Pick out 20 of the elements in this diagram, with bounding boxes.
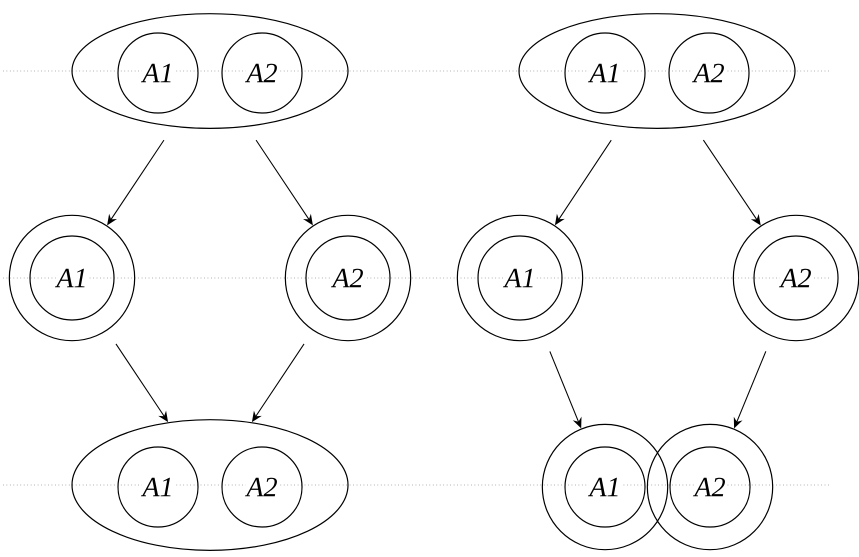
outer-circle [456, 214, 584, 342]
outer-circle [646, 424, 774, 550]
circle-node: A2 [669, 446, 751, 528]
circle-node: A2 [668, 32, 750, 114]
outer-circle [8, 214, 136, 342]
circle-node: A2 [753, 235, 839, 321]
circle-node: A2 [305, 235, 391, 321]
ellipse [518, 13, 796, 129]
circle-node: A1 [117, 446, 199, 528]
circle-node: A1 [564, 446, 646, 528]
ellipse [71, 13, 349, 129]
circle-node: A1 [117, 32, 199, 114]
circle-node: A2 [221, 446, 303, 528]
circle-node: A1 [477, 235, 563, 321]
outer-circle [542, 424, 668, 550]
circle-node: A1 [29, 235, 115, 321]
outer-circle [284, 214, 412, 342]
circle-node: A1 [564, 32, 646, 114]
ellipse [71, 419, 349, 551]
circle-node: A2 [221, 32, 303, 114]
